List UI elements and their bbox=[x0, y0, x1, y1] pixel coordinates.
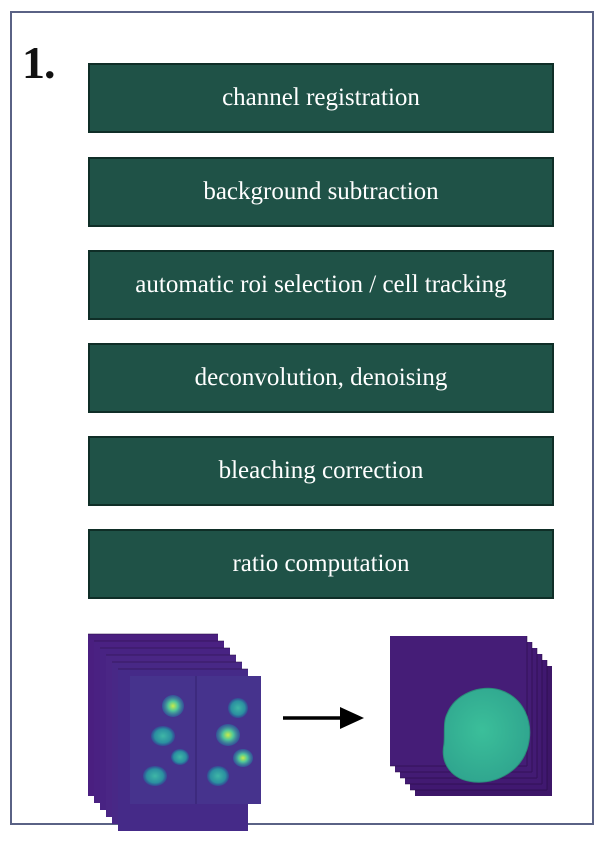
right-arrow-icon bbox=[283, 707, 364, 729]
step-channel-registration: channel registration bbox=[88, 63, 554, 133]
step-bleaching-correction: bleaching correction bbox=[88, 436, 554, 506]
step-ratio-computation: ratio computation bbox=[88, 529, 554, 599]
step-deconvolution-denoising: deconvolution, denoising bbox=[88, 343, 554, 413]
step-background-subtraction: background subtraction bbox=[88, 157, 554, 227]
step-roi-selection-cell-tracking: automatic roi selection / cell tracking bbox=[88, 250, 554, 320]
panel-label: 1. bbox=[22, 37, 55, 88]
fluorescence-image-stack-icon bbox=[88, 633, 261, 831]
segmented-cell-image-stack-icon bbox=[390, 636, 552, 796]
